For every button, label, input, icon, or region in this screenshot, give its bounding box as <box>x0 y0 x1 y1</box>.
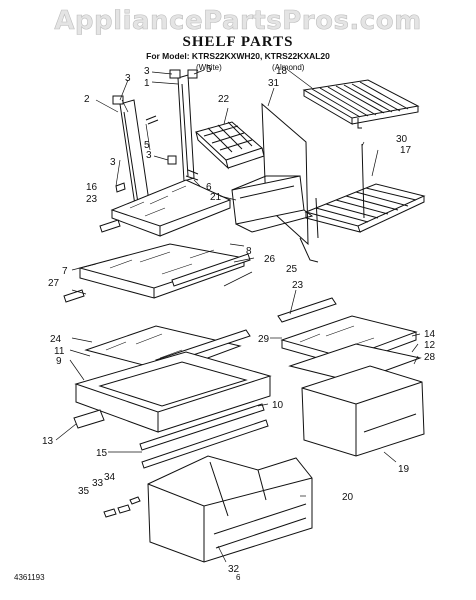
callout-3c: 3 <box>146 150 152 161</box>
callout-18: 18 <box>276 66 288 77</box>
callout-29: 29 <box>258 334 270 345</box>
callout-27: 27 <box>48 278 60 289</box>
variant-almond: (Almond) <box>272 63 305 72</box>
callout-35: 35 <box>78 486 90 497</box>
site-watermark: AppliancePartsPros.com <box>54 6 422 37</box>
model-line: For Model: KTRS22KXWH20, KTRS22KXAL20 <box>146 51 330 61</box>
callout-24: 24 <box>50 334 62 345</box>
callout-16: 16 <box>86 182 98 193</box>
crisper-cover-frame <box>73 351 272 433</box>
callout-11: 11 <box>54 346 65 357</box>
callout-28: 28 <box>424 352 436 363</box>
ice-cube-tray <box>195 121 265 170</box>
page-title: SHELF PARTS <box>182 34 294 50</box>
right-crisper-drawer <box>301 365 425 457</box>
callout-22: 22 <box>218 94 230 105</box>
callout-34: 34 <box>104 472 116 483</box>
bottom-crisper-drawers <box>147 455 313 563</box>
callout-3d: 3 <box>110 157 116 168</box>
callout-26: 26 <box>264 254 276 265</box>
callout-5a: 5 <box>206 64 212 75</box>
callout-20: 20 <box>342 492 354 503</box>
callout-12: 12 <box>424 340 436 351</box>
callout-10: 10 <box>272 400 284 411</box>
shelf-ladder-rails <box>112 69 199 217</box>
callout-1: 1 <box>144 78 150 89</box>
callout-9: 9 <box>56 356 62 367</box>
callout-7: 7 <box>62 266 68 277</box>
callout-5b: 5 <box>144 140 150 151</box>
callout-25: 25 <box>286 264 298 275</box>
fasteners <box>103 496 141 518</box>
callout-3a: 3 <box>125 73 131 84</box>
callout-21: 21 <box>210 192 222 203</box>
callout-30: 30 <box>396 134 408 145</box>
callout-19: 19 <box>398 464 410 475</box>
right-glass-shelf <box>277 297 422 383</box>
leader-lines <box>55 69 421 563</box>
callout-17: 17 <box>400 145 412 156</box>
callout-23b: 23 <box>292 280 304 291</box>
wire-shelf-upper <box>302 79 420 129</box>
callout-13: 13 <box>42 436 54 447</box>
callout-23a: 23 <box>86 194 98 205</box>
doc-number: 4361193 <box>14 573 45 582</box>
callout-31: 31 <box>268 78 280 89</box>
divider-rail <box>139 403 269 469</box>
variant-white: (White) <box>196 63 222 72</box>
callout-2: 2 <box>84 94 90 105</box>
wire-shelf-lower-right <box>299 143 426 263</box>
glass-shelf-top <box>99 179 232 237</box>
callout-8: 8 <box>246 246 252 257</box>
callout-15: 15 <box>96 448 108 459</box>
callout-6: 6 <box>206 182 212 193</box>
callout-3b: 3 <box>144 66 150 77</box>
deli-drawer <box>231 175 314 233</box>
callout-33: 33 <box>92 478 104 489</box>
page-number: 6 <box>236 573 241 582</box>
callout-32: 32 <box>228 564 240 575</box>
callout-14: 14 <box>424 329 436 340</box>
glass-shelf-middle <box>63 243 251 303</box>
